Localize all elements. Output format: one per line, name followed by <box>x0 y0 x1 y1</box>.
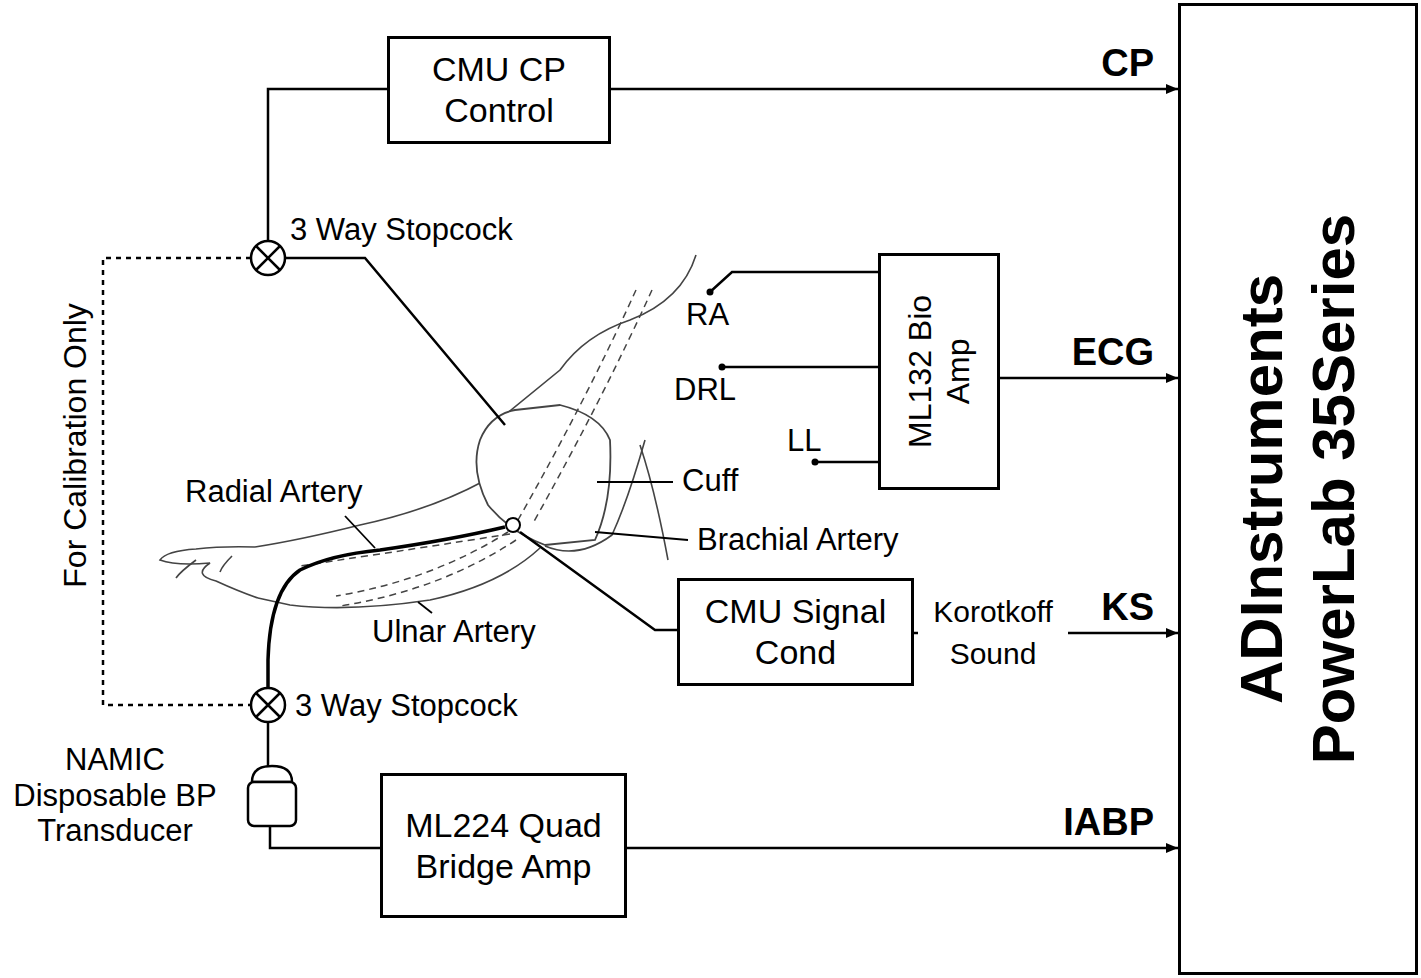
leader-line <box>345 516 375 548</box>
label-holder: NAMIC Disposable BP Transducer <box>7 742 223 849</box>
label-holder: For Calibration Only <box>0 427 217 464</box>
part-label: NAMIC Disposable BP Transducer <box>7 742 223 849</box>
box-label: ML224 Quad Bridge Amp <box>392 805 615 887</box>
part-label: Cuff <box>682 463 738 499</box>
transducer-cable <box>270 826 380 848</box>
transducer-body <box>248 782 296 826</box>
signal-name: KS <box>1101 586 1154 630</box>
radial-artery <box>300 534 510 566</box>
stopcock-circle <box>251 241 285 275</box>
torso-outline <box>640 445 668 560</box>
drl-lead <box>722 366 878 369</box>
instrument-box: ML132 Bio Amp <box>878 253 1000 490</box>
signal-name: ECG <box>1072 331 1154 375</box>
label-holder: Radial Artery <box>185 474 362 510</box>
signal-arrow <box>611 88 1178 91</box>
module-box: CMU Signal Cond <box>677 578 914 686</box>
microphone-cable <box>520 532 677 630</box>
label-holder: LL <box>787 423 821 459</box>
leader-line <box>418 602 432 613</box>
signal-label-holder: KS <box>1101 586 1154 630</box>
box-label: ML132 Bio Amp <box>901 292 978 452</box>
ulnar-artery <box>336 532 508 596</box>
part-label: Korotkoff Sound <box>918 591 1068 675</box>
module-box: CMU CP Control <box>387 36 611 144</box>
part-label: For Calibration Only <box>56 303 93 588</box>
part-label: DRL <box>674 372 736 408</box>
arterial-catheter <box>268 527 505 688</box>
box-label: CMU Signal Cond <box>689 591 902 673</box>
label-holder: Korotkoff Sound <box>918 591 1068 675</box>
transducer-symbol <box>248 766 296 826</box>
transducer-tube <box>267 722 270 766</box>
brachial-artery <box>518 290 636 520</box>
signal-name: CP <box>1101 42 1154 86</box>
signal-label-holder: ECG <box>1072 331 1154 375</box>
electrode-dot <box>812 459 819 466</box>
label-holder: 3 Way Stopcock <box>295 688 518 724</box>
signal-label-holder: CP <box>1101 42 1154 86</box>
ll-lead <box>815 461 878 464</box>
cuff-tube <box>285 258 505 425</box>
signal-name: IABP <box>1063 801 1154 845</box>
box-label: ADInstruments PowerLab 35Series <box>1226 129 1370 849</box>
brachial-artery <box>532 290 652 525</box>
module-box: ML224 Quad Bridge Amp <box>380 773 627 918</box>
stopcock-cross <box>256 693 280 717</box>
instrument-box: ADInstruments PowerLab 35Series <box>1178 3 1418 975</box>
label-holder: Ulnar Artery <box>372 614 536 650</box>
label-holder: RA <box>686 297 729 333</box>
signal-arrow <box>1000 377 1178 380</box>
leader-line <box>597 481 673 483</box>
tubing-and-wires <box>103 89 878 848</box>
label-holder: 3 Way Stopcock <box>290 212 513 248</box>
stopcock-circle <box>251 688 285 722</box>
signal-label-holder: IABP <box>1063 801 1154 845</box>
signal-arrow <box>627 847 1178 850</box>
part-label: Brachial Artery <box>697 522 899 558</box>
leader-lines <box>345 482 688 613</box>
hand-outline <box>160 547 258 598</box>
electrode-dot <box>707 289 714 296</box>
electrode-dot <box>719 364 726 371</box>
part-label: RA <box>686 297 729 333</box>
arteries <box>300 290 652 606</box>
part-label: LL <box>787 423 821 459</box>
microphone-symbol <box>506 518 520 532</box>
label-holder: Cuff <box>682 463 738 499</box>
hand-detail <box>176 556 232 578</box>
label-holder: Brachial Artery <box>697 522 899 558</box>
box-label: CMU CP Control <box>399 49 599 131</box>
transducer-dome <box>252 766 292 782</box>
leader-line <box>595 532 688 540</box>
stopcock-cross <box>256 246 280 270</box>
part-label: Ulnar Artery <box>372 614 536 650</box>
shoulder-outline <box>505 255 696 415</box>
label-holder: DRL <box>674 372 736 408</box>
arm-outline <box>160 255 696 608</box>
forearm-bottom <box>258 548 540 608</box>
part-label: 3 Way Stopcock <box>295 688 518 724</box>
part-label: 3 Way Stopcock <box>290 212 513 248</box>
ra-lead <box>710 272 878 292</box>
part-label: Radial Artery <box>185 474 362 510</box>
